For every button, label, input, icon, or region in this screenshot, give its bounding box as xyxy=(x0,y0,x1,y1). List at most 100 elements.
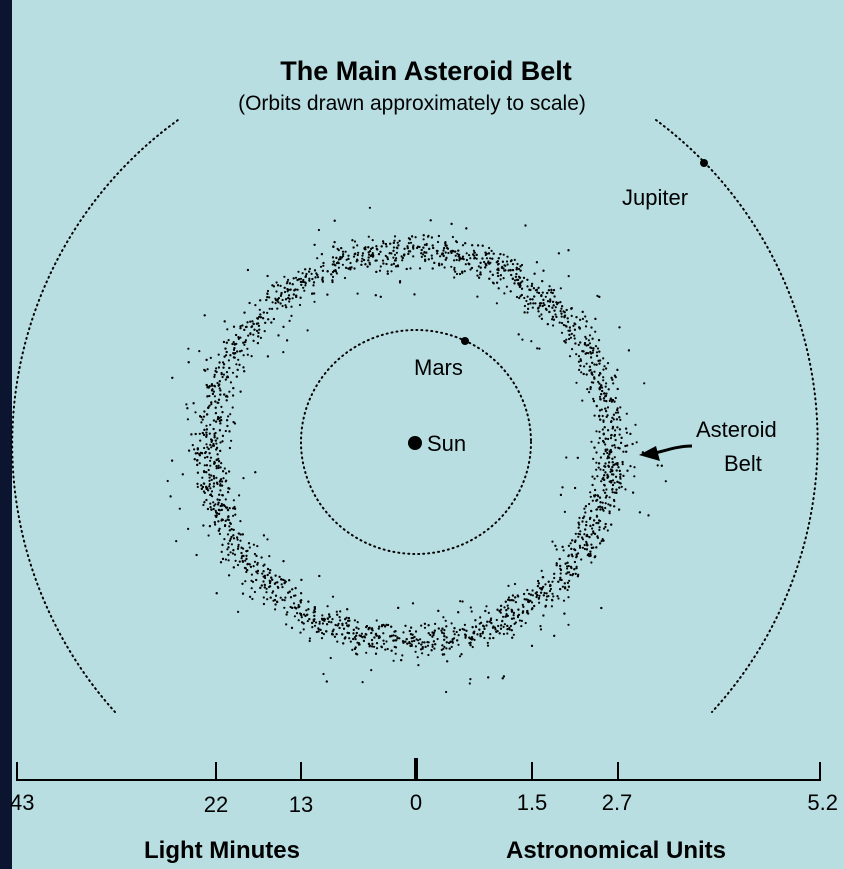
asteroid-dot xyxy=(256,563,259,566)
asteroid-dot xyxy=(220,508,223,511)
asteroid-dot xyxy=(573,560,577,564)
asteroid-dot xyxy=(432,246,435,250)
asteroid-dot xyxy=(317,630,320,633)
asteroid-dot xyxy=(292,602,296,605)
asteroid-dot xyxy=(229,537,232,541)
asteroid-dot xyxy=(411,633,414,636)
asteroid-dot xyxy=(228,430,231,433)
asteroid-dot xyxy=(463,623,466,627)
asteroid-dot xyxy=(290,314,293,317)
asteroid-dot xyxy=(314,276,317,279)
asteroid-dot xyxy=(601,506,604,509)
asteroid-dot xyxy=(442,249,445,252)
asteroid-dot xyxy=(631,442,634,446)
asteroid-dot xyxy=(618,469,621,472)
asteroid-dot xyxy=(517,333,520,336)
asteroid-dot xyxy=(498,632,501,635)
asteroid-dot xyxy=(529,599,532,602)
asteroid-dot xyxy=(566,565,569,568)
asteroid-dot xyxy=(392,241,395,244)
asteroid-dot xyxy=(436,249,439,253)
asteroid-dot xyxy=(511,269,515,272)
asteroid-dot xyxy=(546,323,549,326)
asteroid-dot xyxy=(225,394,228,397)
asteroid-dot xyxy=(494,628,497,631)
asteroid-dot xyxy=(609,470,612,473)
asteroid-dot xyxy=(527,307,530,310)
asteroid-dot xyxy=(530,284,533,288)
asteroid-dot xyxy=(344,618,347,621)
asteroid-dot xyxy=(509,624,512,628)
asteroid-dot xyxy=(596,494,599,497)
asteroid-dot xyxy=(469,268,472,271)
asteroid-dot xyxy=(576,456,579,459)
asteroid-dot xyxy=(212,475,215,478)
asteroid-dot xyxy=(445,244,448,247)
asteroid-dot xyxy=(222,366,225,369)
asteroid-dot xyxy=(485,624,488,627)
asteroid-dot xyxy=(566,567,569,570)
asteroid-dot xyxy=(241,582,244,585)
asteroid-dot xyxy=(321,276,324,279)
asteroid-dot xyxy=(554,544,557,547)
asteroid-dot xyxy=(308,279,311,282)
asteroid-dot xyxy=(608,510,611,513)
asteroid-dot xyxy=(578,516,581,520)
asteroid-dot xyxy=(234,559,237,562)
asteroid-dot xyxy=(378,625,381,628)
asteroid-dot xyxy=(356,292,359,295)
asteroid-dot xyxy=(431,267,434,270)
asteroid-dot xyxy=(313,607,316,610)
asteroid-dot xyxy=(608,461,611,464)
asteroid-dot xyxy=(579,546,582,549)
asteroid-dot xyxy=(540,313,543,316)
asteroid-dot xyxy=(211,495,214,498)
asteroid-dot xyxy=(592,530,595,533)
asteroid-dot xyxy=(331,630,334,633)
asteroid-dot xyxy=(502,615,505,618)
asteroid-dot xyxy=(319,628,322,632)
asteroid-dot xyxy=(421,641,424,644)
asteroid-dot xyxy=(246,321,249,324)
asteroid-dot xyxy=(581,350,584,353)
asteroid-dot xyxy=(602,439,605,443)
asteroid-dot xyxy=(571,348,574,351)
asteroid-dot xyxy=(253,590,256,594)
asteroid-dot xyxy=(400,659,403,662)
asteroid-dot xyxy=(420,643,423,646)
asteroid-dot xyxy=(587,339,591,342)
asteroid-dot xyxy=(386,647,389,651)
asteroid-dot xyxy=(276,600,279,604)
asteroid-dot xyxy=(212,390,215,393)
asteroid-dot xyxy=(598,526,601,529)
asteroid-dot xyxy=(617,466,620,469)
asteroid-dot xyxy=(223,538,226,541)
asteroid-dot xyxy=(217,466,220,469)
asteroid-dot xyxy=(563,612,566,615)
asteroid-dot xyxy=(613,374,617,377)
asteroid-dot xyxy=(354,646,357,649)
asteroid-dot xyxy=(598,430,601,433)
asteroid-dot xyxy=(430,257,434,260)
asteroid-dot xyxy=(559,588,562,591)
asteroid-dot xyxy=(447,251,450,255)
asteroid-dot xyxy=(232,341,235,344)
asteroid-dot xyxy=(227,415,230,418)
asteroid-dot xyxy=(228,539,231,542)
asteroid-dot xyxy=(194,411,197,414)
asteroid-dot xyxy=(297,619,300,622)
asteroid-dot xyxy=(255,322,258,325)
asteroid-dot xyxy=(497,287,500,290)
asteroid-dot xyxy=(259,299,262,302)
asteroid-dot xyxy=(311,292,314,295)
asteroid-dot xyxy=(279,596,282,599)
asteroid-dot xyxy=(618,433,621,436)
asteroid-dot xyxy=(307,600,310,603)
asteroid-dot xyxy=(564,341,567,344)
asteroid-dot xyxy=(407,242,410,245)
asteroid-dot xyxy=(524,621,527,625)
asteroid-dot xyxy=(561,486,564,489)
asteroid-dot xyxy=(244,580,247,583)
asteroid-dot xyxy=(213,462,216,465)
asteroid-dot xyxy=(422,253,425,256)
